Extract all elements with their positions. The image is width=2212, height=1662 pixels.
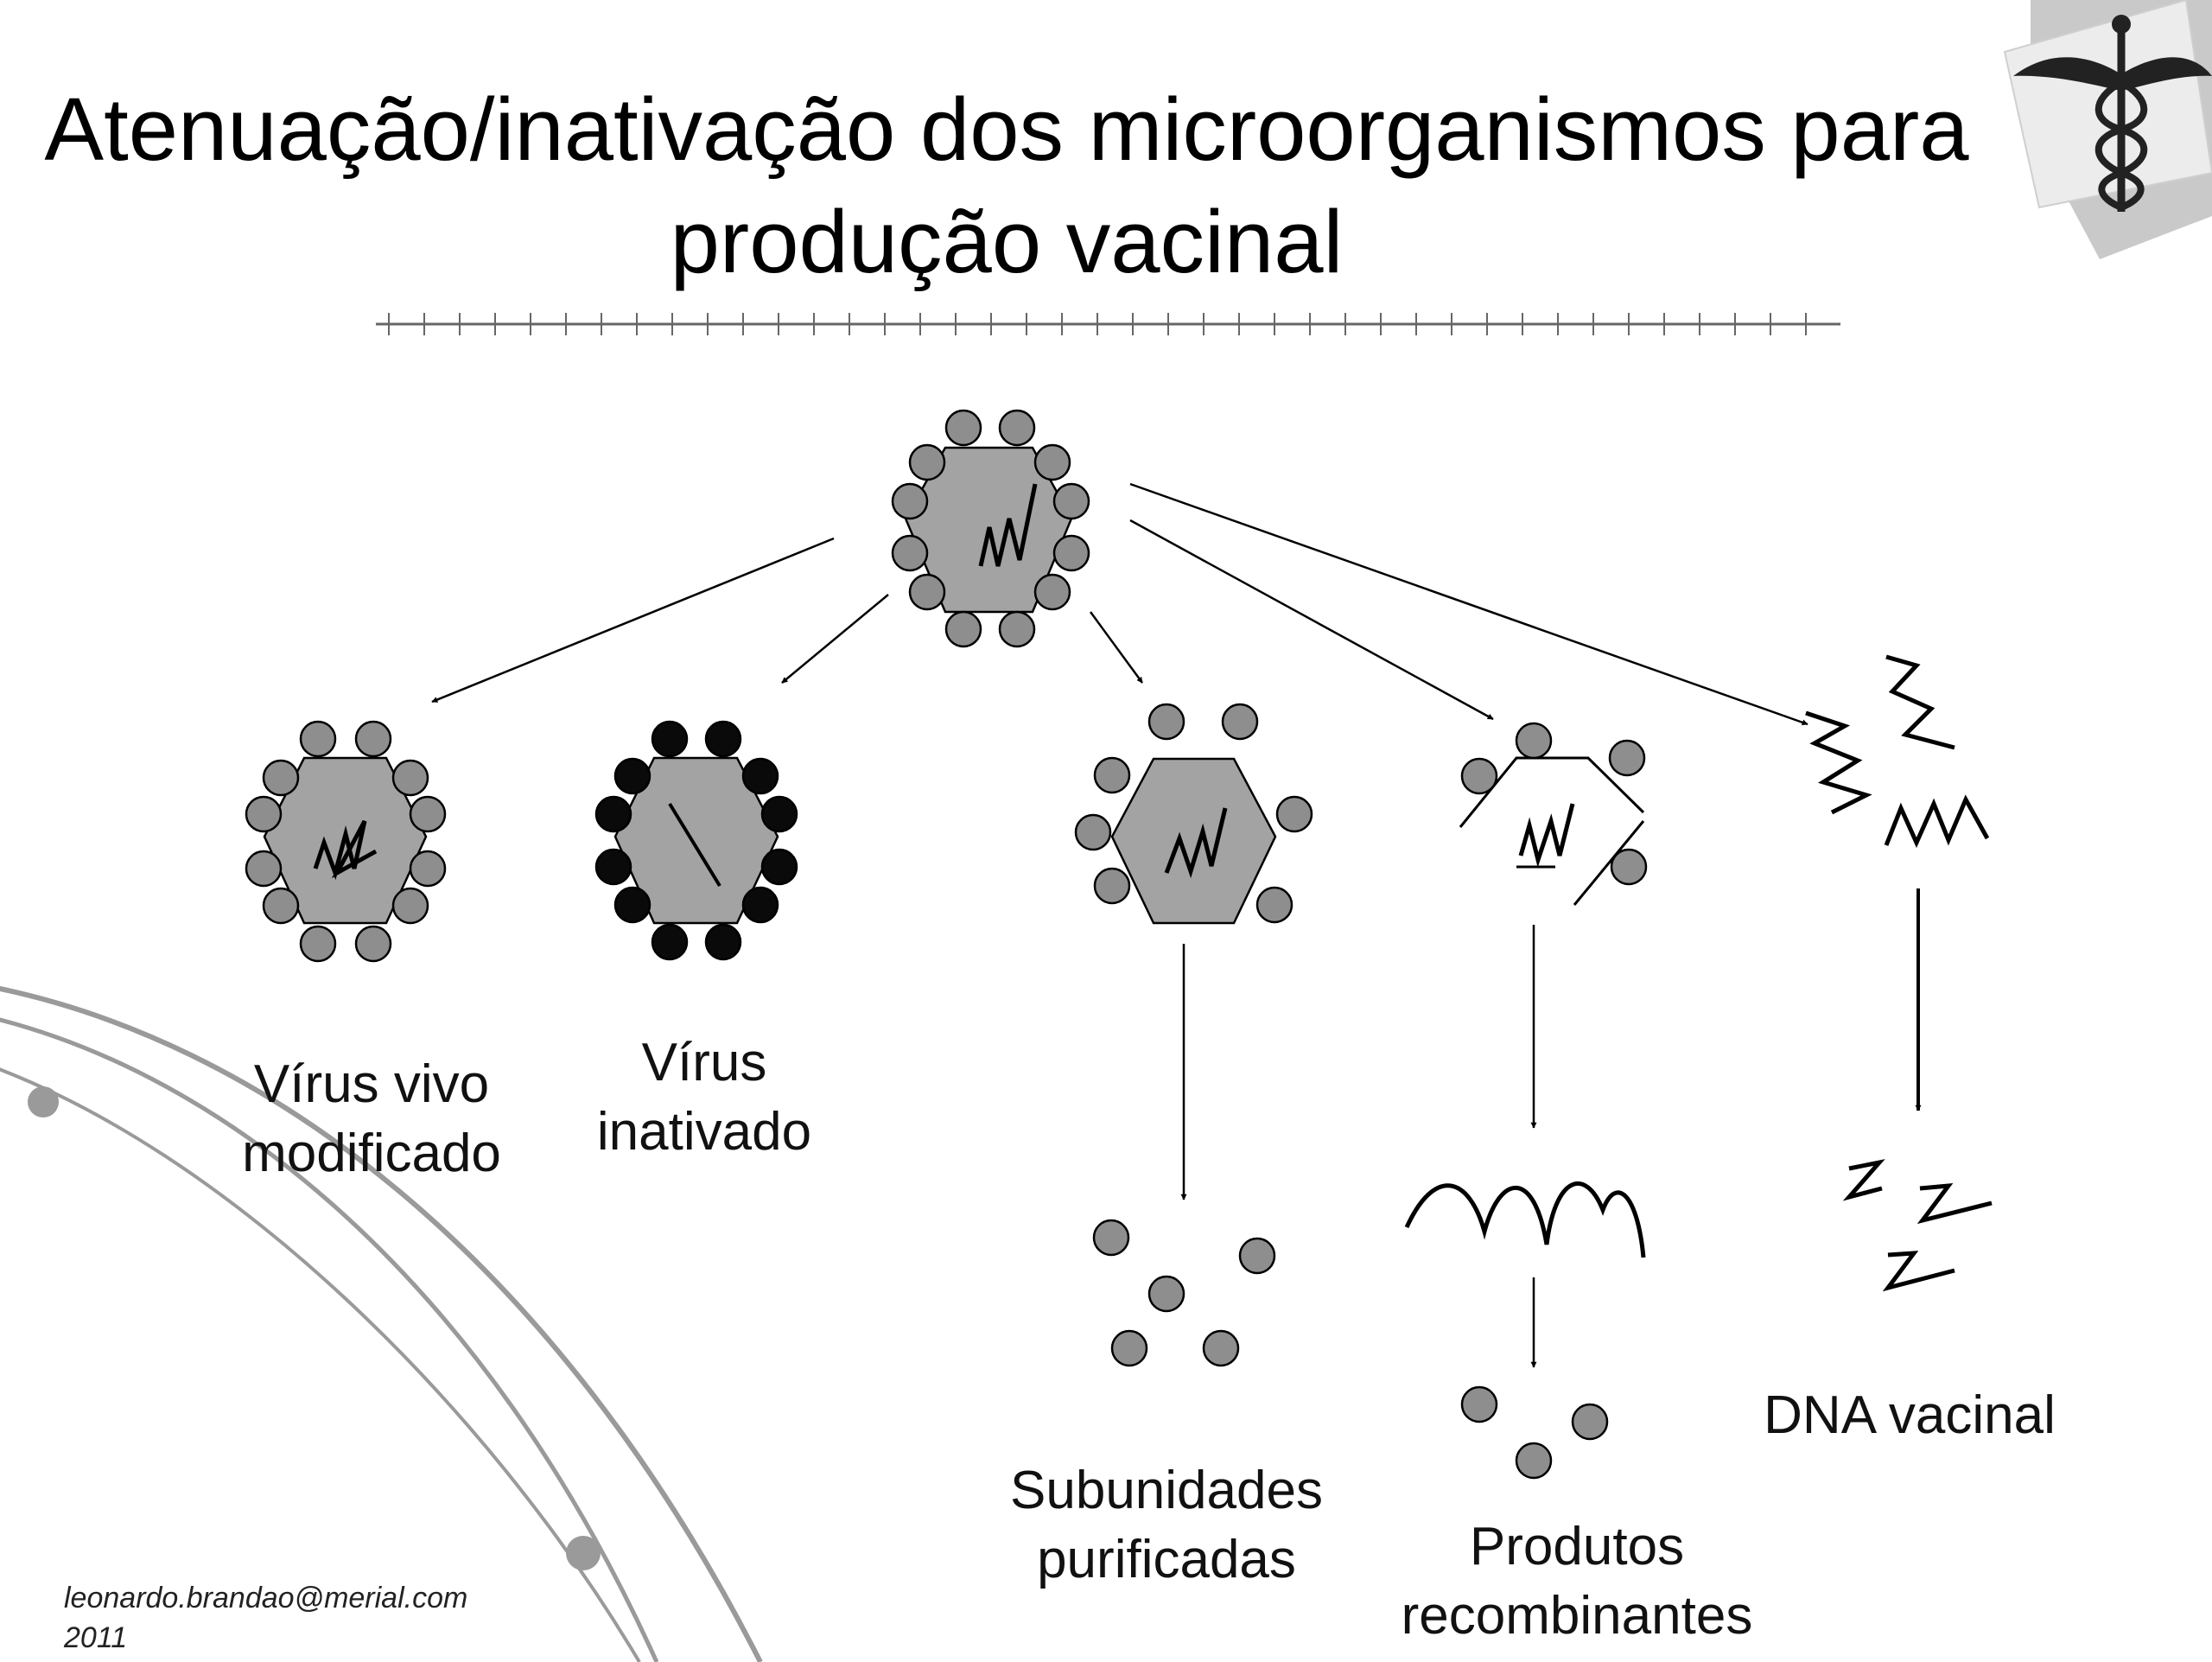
page-title: Atenuação/inativação dos microorganismos… [0,73,2013,298]
title-line-1: Atenuação/inativação dos microorganismos… [44,80,1969,179]
footer-email: leonardo.brandao@merial.com [64,1582,468,1614]
subunit-virus-icon [1074,703,1313,925]
label-inactivated-virus-line-1: Vírus [641,1033,767,1092]
title-divider [376,313,1840,335]
label-recombinant-line-2: recombinantes [1401,1586,1753,1646]
label-dna-vaccine: DNA vacinal [1719,1381,2100,1450]
title-line-2: produção vacinal [670,192,1344,291]
dna-strand-icon [1805,654,1990,849]
recombinant-protein-icon [1460,1385,1609,1480]
live-virus-icon [245,720,447,963]
dna-fragment-icon [1842,1159,1993,1292]
decorative-curves [0,986,763,1662]
label-subunits: Subunidades purificadas [968,1456,1365,1595]
label-recombinant: Produtos recombinantes [1361,1512,1793,1651]
recombinant-gene-icon [1404,1181,1646,1258]
arrow-to-dna [1129,482,1808,726]
label-live-virus-line-1: Vírus vivo [253,1054,490,1114]
arrow-to-subunit-virus [1089,611,1144,684]
label-inactivated-virus: Vírus inativado [544,1028,864,1167]
decor-dot-bottom [566,1536,601,1570]
arrow-to-live-virus [431,537,835,704]
label-dna-vaccine-text: DNA vacinal [1764,1385,2056,1445]
label-subunits-line-2: purificadas [1037,1530,1296,1589]
virus-icon [891,409,1090,648]
label-recombinant-line-1: Produtos [1469,1517,1685,1576]
footer: leonardo.brandao@merial.com 2011 [64,1578,467,1658]
arrow-to-inactivated-virus [781,594,889,684]
inactivated-virus-icon [594,720,798,961]
decor-dot-left [28,1086,59,1118]
label-live-virus: Vírus vivo modificado [199,1050,544,1188]
protein-subunit-icon [1092,1219,1276,1367]
arrows [431,482,1922,1368]
label-inactivated-virus-line-2: inativado [596,1102,812,1162]
caduceus-icon [2003,0,2212,259]
label-live-virus-line-2: modificado [242,1124,501,1183]
recombinant-virus-icon [1459,722,1648,906]
footer-year: 2011 [64,1621,128,1654]
label-subunits-line-1: Subunidades [1010,1461,1323,1520]
arrow-to-recombinant [1129,519,1494,721]
